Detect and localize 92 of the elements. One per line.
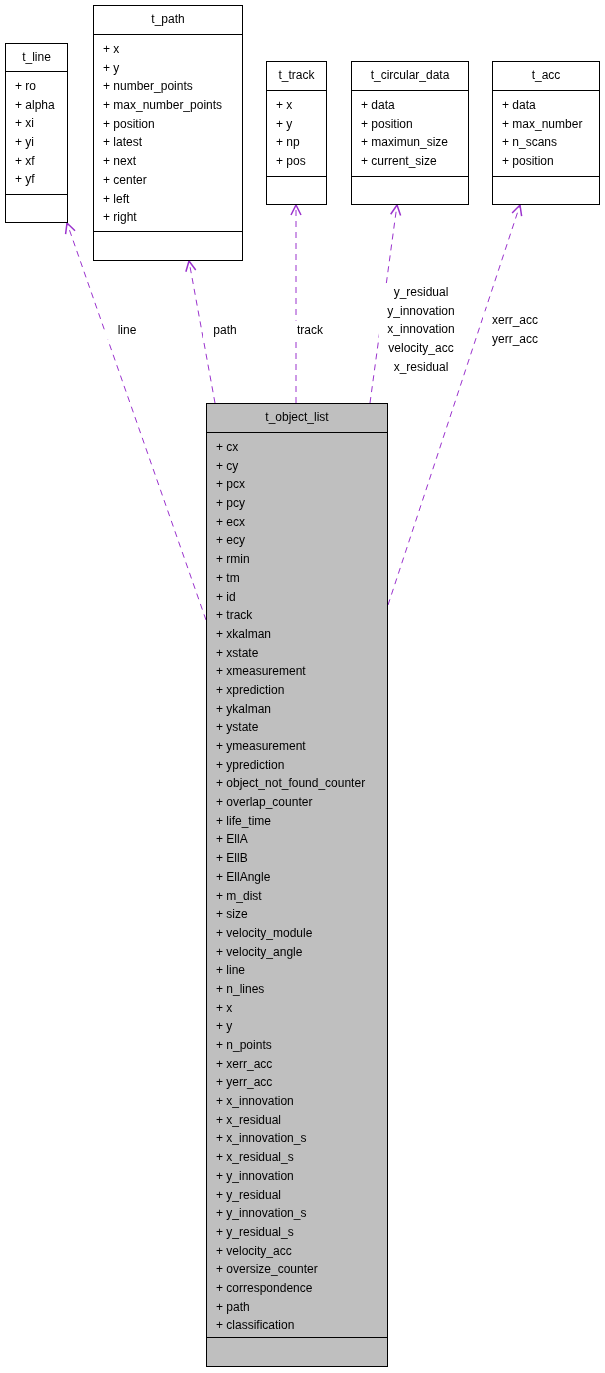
attribute: + velocity_angle — [216, 943, 304, 961]
attribute: + xf — [15, 152, 36, 170]
attribute: + xstate — [216, 644, 260, 662]
attribute: + rmin — [216, 551, 251, 569]
class-name: t_line — [22, 50, 51, 64]
attribute: + n_lines — [216, 980, 266, 998]
attribute: + y_innovation_s — [216, 1205, 308, 1223]
attribute: + life_time — [216, 812, 273, 830]
dashed-arrow — [290, 204, 302, 404]
attribute: + y — [276, 115, 294, 133]
attribute: + max_number — [502, 115, 584, 133]
attribute: + yprediction — [216, 756, 286, 774]
attribute: + xerr_acc — [216, 1055, 274, 1073]
attribute: + ykalman — [216, 700, 273, 718]
attribute: + id — [216, 588, 237, 606]
attribute: + y — [216, 1018, 234, 1036]
class-box — [206, 403, 388, 1367]
attribute: + data — [502, 97, 537, 114]
attribute: + tm — [216, 569, 241, 587]
attribute: + x_innovation_s — [216, 1130, 308, 1148]
attribute: + n_points — [216, 1037, 273, 1054]
attribute: + x — [103, 41, 121, 58]
dashed-arrow — [387, 204, 523, 606]
attribute: + yf — [15, 171, 36, 189]
attribute: + maximun_size — [361, 134, 450, 152]
attribute: + y — [103, 59, 121, 77]
class-name: t_acc — [531, 68, 561, 82]
attribute: + overlap_counter — [216, 794, 314, 812]
attribute: + ecx — [216, 513, 246, 531]
class-box — [93, 5, 243, 261]
class-name: t_object_list — [265, 410, 329, 424]
attribute: + pcx — [216, 476, 246, 494]
attribute: + position — [361, 115, 414, 133]
attribute: + velocity_module — [216, 924, 314, 942]
attribute: + classification — [216, 1317, 296, 1335]
attribute: + xkalman — [216, 625, 273, 643]
class-box — [492, 61, 600, 205]
attribute: + ro — [15, 78, 37, 95]
attribute: + latest — [103, 134, 144, 152]
attribute: + path — [216, 1298, 251, 1316]
attribute: + cx — [216, 439, 240, 456]
attribute: + center — [103, 171, 148, 189]
attribute: + xprediction — [216, 681, 286, 699]
class-box — [351, 61, 469, 205]
attribute: + object_not_found_counter — [216, 775, 367, 793]
class-box — [5, 43, 68, 223]
attribute: + x_residual_s — [216, 1149, 295, 1167]
attribute: + EllB — [216, 850, 249, 868]
attribute: + pos — [276, 153, 307, 171]
attribute: + ystate — [216, 719, 260, 737]
attribute: + alpha — [15, 96, 56, 114]
attribute: + xmeasurement — [216, 663, 307, 681]
attribute: + size — [216, 906, 249, 924]
attribute: + correspondence — [216, 1279, 314, 1297]
attribute: + data — [361, 97, 396, 114]
attribute: + track — [216, 607, 254, 625]
attribute: + right — [103, 209, 138, 227]
attribute: + cy — [216, 457, 240, 475]
attribute: + m_dist — [216, 887, 263, 905]
attribute: + ecy — [216, 532, 246, 550]
attribute: + position — [103, 115, 156, 133]
attribute: + next — [103, 153, 138, 171]
attribute: + EllA — [216, 831, 249, 849]
attribute: + xi — [15, 115, 35, 133]
attribute: + n_scans — [502, 134, 559, 152]
attribute: + x — [276, 97, 294, 114]
attribute: + x — [216, 999, 234, 1017]
attribute: + left — [103, 190, 131, 208]
attribute: + x_residual — [216, 1111, 283, 1129]
attribute: + velocity_acc — [216, 1242, 293, 1260]
class-box — [266, 61, 327, 205]
attribute: + np — [276, 134, 301, 152]
attribute: + y_residual — [216, 1186, 283, 1204]
attribute: + y_residual_s — [216, 1223, 295, 1241]
attribute: + x_innovation — [216, 1093, 295, 1111]
dashed-arrow — [185, 260, 216, 404]
attribute: + position — [502, 153, 555, 171]
class-name: t_circular_data — [370, 68, 450, 82]
class-name: t_path — [151, 12, 185, 26]
attribute: + EllAngle — [216, 868, 272, 886]
attribute: + y_innovation — [216, 1167, 295, 1185]
attribute: + yerr_acc — [216, 1074, 274, 1092]
attribute: + max_number_points — [103, 97, 224, 115]
attribute: + yi — [15, 134, 35, 152]
attribute: + number_points — [103, 78, 194, 96]
attribute: + oversize_counter — [216, 1261, 319, 1279]
attribute: + line — [216, 962, 247, 980]
attribute: + current_size — [361, 153, 438, 171]
dashed-arrow — [64, 222, 207, 621]
attribute: + pcy — [216, 495, 246, 513]
attribute: + ymeasurement — [216, 738, 307, 755]
class-name: t_track — [278, 68, 315, 82]
